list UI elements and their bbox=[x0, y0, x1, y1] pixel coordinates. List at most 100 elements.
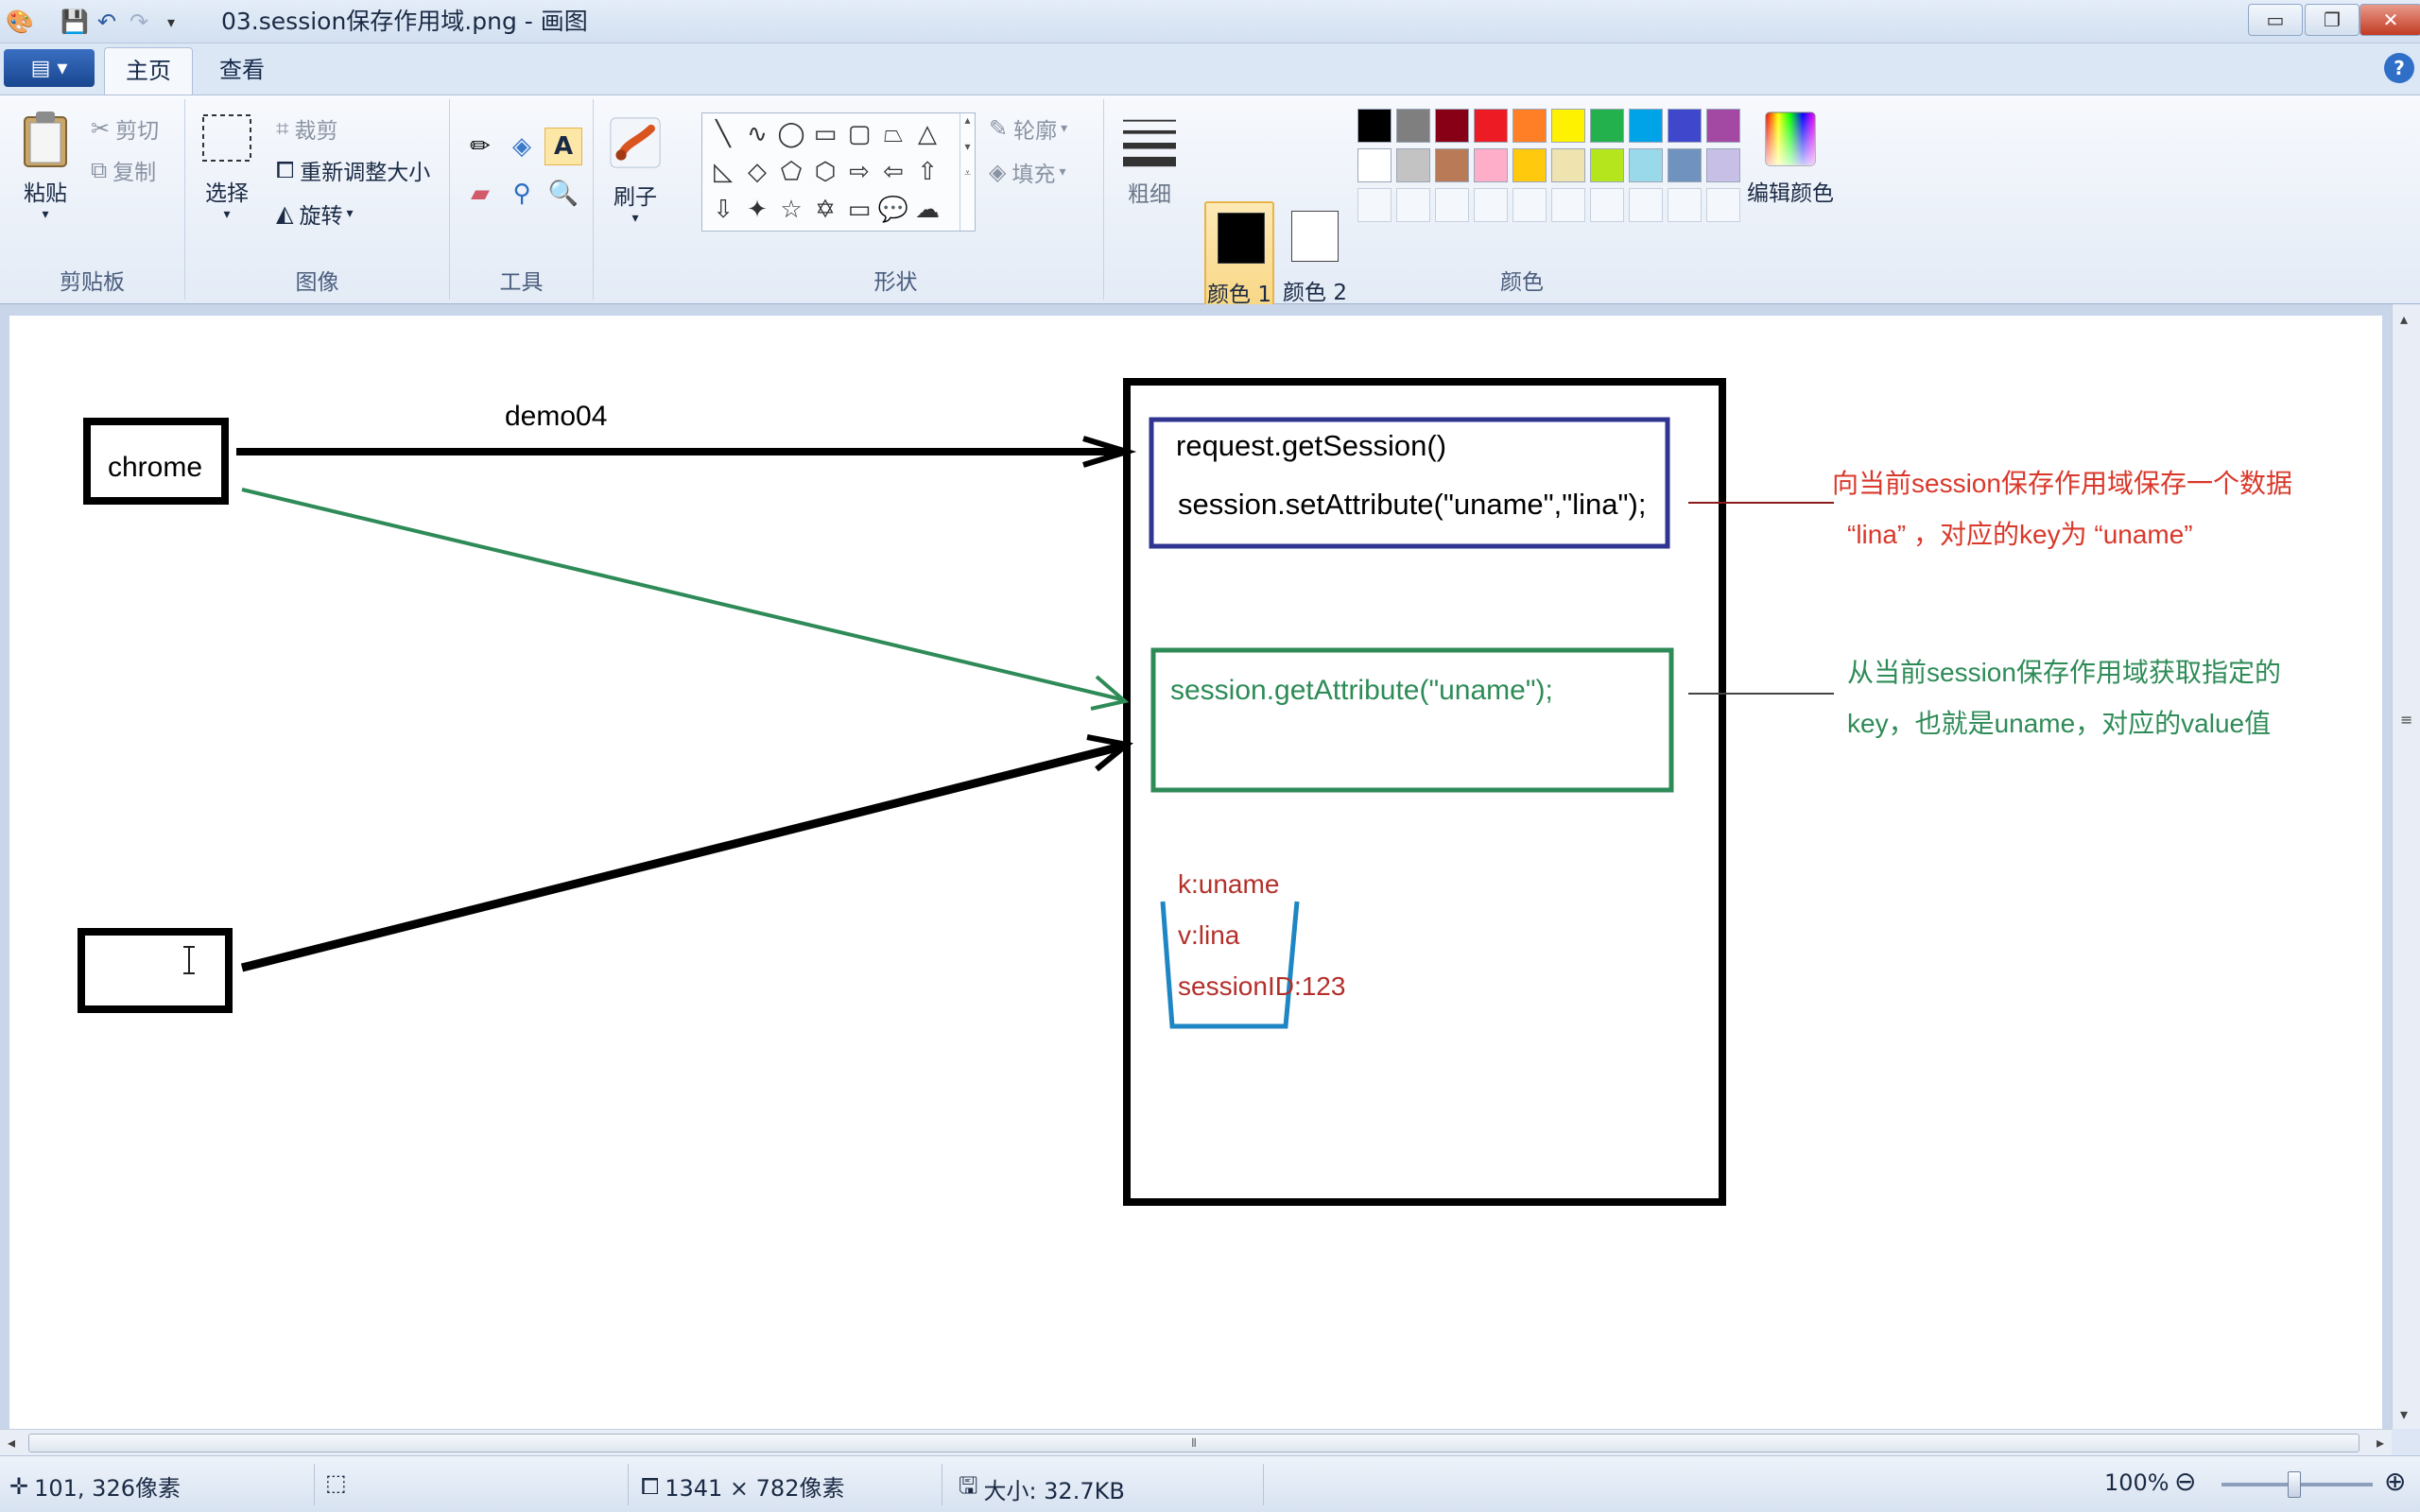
color-swatch[interactable] bbox=[1551, 148, 1585, 182]
empty-color-swatch[interactable] bbox=[1474, 188, 1508, 222]
fill-button[interactable]: ◈填充▾ bbox=[989, 156, 1066, 188]
diamond-shape-icon[interactable]: ◇ bbox=[748, 158, 767, 186]
color-swatch[interactable] bbox=[1590, 148, 1624, 182]
color2-selector[interactable]: 颜色 2 bbox=[1280, 201, 1350, 352]
color-swatch[interactable] bbox=[1629, 148, 1663, 182]
pencil-icon[interactable]: ✏ bbox=[470, 132, 491, 161]
outline-button[interactable]: ✎轮廓▾ bbox=[989, 112, 1067, 145]
line-shape-icon[interactable]: ╲ bbox=[716, 120, 731, 148]
brushes-button[interactable]: 刷子 ▾ bbox=[609, 112, 662, 226]
empty-color-swatch[interactable] bbox=[1590, 188, 1624, 222]
pentagon-shape-icon[interactable]: ⬠ bbox=[780, 158, 803, 186]
green-note-line1: 从当前session保存作用域获取指定的 bbox=[1847, 658, 2281, 687]
redo-icon[interactable]: ↷ bbox=[129, 9, 149, 35]
shapes-gallery-scroll[interactable]: ▴▾⩡ bbox=[959, 113, 975, 231]
hexagon-shape-icon[interactable]: ⬡ bbox=[814, 158, 837, 186]
fill-bucket-icon[interactable]: ◈ bbox=[512, 132, 531, 161]
empty-color-swatch[interactable] bbox=[1629, 188, 1663, 222]
close-button[interactable]: ✕ bbox=[2360, 4, 2420, 36]
text-tool-icon[interactable]: A bbox=[544, 128, 582, 165]
oval-callout-icon[interactable]: 💬 bbox=[877, 196, 909, 224]
file-menu-button[interactable]: ▤ ▾ bbox=[4, 49, 95, 87]
size-button[interactable]: 粗细 bbox=[1119, 112, 1180, 211]
color-swatch[interactable] bbox=[1590, 109, 1624, 143]
minimize-button[interactable]: ▭ bbox=[2248, 4, 2303, 36]
paste-button[interactable]: 粘贴 ▾ bbox=[19, 109, 72, 222]
up-arrow-shape-icon[interactable]: ⇧ bbox=[917, 158, 938, 186]
color-swatch[interactable] bbox=[1629, 109, 1663, 143]
color-swatch[interactable] bbox=[1706, 148, 1740, 182]
tab-home[interactable]: 主页 bbox=[104, 47, 193, 94]
second-client-box bbox=[78, 928, 233, 1013]
eraser-icon[interactable]: ▰ bbox=[471, 180, 490, 208]
edit-colors-button[interactable]: 编辑颜色 bbox=[1747, 109, 1834, 207]
right-arrow-shape-icon[interactable]: ⇨ bbox=[849, 158, 870, 186]
empty-color-swatch[interactable] bbox=[1668, 188, 1702, 222]
undo-icon[interactable]: ↶ bbox=[96, 9, 117, 35]
empty-color-swatch[interactable] bbox=[1396, 188, 1430, 222]
right-triangle-shape-icon[interactable]: ◺ bbox=[714, 158, 733, 186]
horizontal-scroll-thumb[interactable]: ⦀ bbox=[28, 1434, 2360, 1452]
cut-button[interactable]: ✂剪切 bbox=[91, 112, 159, 145]
cloud-callout-icon[interactable]: ☁ bbox=[915, 196, 940, 224]
zoom-out-icon[interactable]: ⊖ bbox=[2174, 1466, 2197, 1497]
scroll-grip-icon[interactable]: ≡ bbox=[2400, 711, 2413, 729]
help-icon[interactable]: ? bbox=[2384, 53, 2414, 83]
copy-button[interactable]: ⧉复制 bbox=[91, 154, 156, 186]
horizontal-scrollbar[interactable]: ◂ ⦀ ▸ bbox=[0, 1429, 2392, 1455]
select-button[interactable]: 选择 ▾ bbox=[200, 109, 253, 222]
color-swatch[interactable] bbox=[1357, 109, 1392, 143]
color-picker-icon[interactable]: ⚲ bbox=[512, 180, 531, 208]
rotate-button[interactable]: ◭旋转▾ bbox=[276, 198, 354, 230]
color-swatch[interactable] bbox=[1357, 148, 1392, 182]
tab-view[interactable]: 查看 bbox=[219, 57, 265, 83]
color-swatch[interactable] bbox=[1668, 109, 1702, 143]
color-swatch[interactable] bbox=[1474, 148, 1508, 182]
scroll-right-icon[interactable]: ▸ bbox=[2376, 1434, 2384, 1452]
color-swatch[interactable] bbox=[1435, 148, 1469, 182]
color-swatch[interactable] bbox=[1396, 109, 1430, 143]
six-point-star-icon[interactable]: ✡ bbox=[815, 196, 836, 224]
empty-color-swatch[interactable] bbox=[1706, 188, 1740, 222]
five-point-star-icon[interactable]: ☆ bbox=[780, 196, 803, 224]
customize-qat-icon[interactable]: ▾ bbox=[166, 12, 176, 31]
color-swatch[interactable] bbox=[1706, 109, 1740, 143]
triangle-shape-icon[interactable]: △ bbox=[918, 120, 937, 148]
restore-button[interactable]: ❐ bbox=[2305, 4, 2360, 36]
crop-button[interactable]: ⌗裁剪 bbox=[276, 112, 338, 145]
down-arrow-shape-icon[interactable]: ⇩ bbox=[713, 196, 734, 224]
color-swatch[interactable] bbox=[1512, 148, 1547, 182]
oval-shape-icon[interactable]: ◯ bbox=[777, 120, 805, 148]
color-swatch[interactable] bbox=[1512, 109, 1547, 143]
color-swatch[interactable] bbox=[1474, 109, 1508, 143]
color-swatch[interactable] bbox=[1668, 148, 1702, 182]
empty-color-swatch[interactable] bbox=[1512, 188, 1547, 222]
curve-shape-icon[interactable]: ∿ bbox=[747, 120, 768, 148]
drawing-canvas[interactable]: chrome demo04 request.getSession() sessi… bbox=[9, 316, 2382, 1429]
rect-callout-icon[interactable]: ▭ bbox=[847, 196, 872, 224]
empty-color-swatch[interactable] bbox=[1357, 188, 1392, 222]
ribbon-tabs: ▤ ▾ 主页 查看 ? bbox=[0, 43, 2420, 94]
empty-color-swatch[interactable] bbox=[1551, 188, 1585, 222]
paint-app-icon[interactable]: 🎨 bbox=[6, 9, 34, 35]
left-arrow-shape-icon[interactable]: ⇦ bbox=[883, 158, 904, 186]
polygon-shape-icon[interactable]: ⏢ bbox=[883, 119, 904, 148]
rectangle-shape-icon[interactable]: ▭ bbox=[813, 120, 838, 148]
zoom-slider-thumb[interactable] bbox=[2288, 1471, 2301, 1498]
scroll-down-icon[interactable]: ▾ bbox=[2400, 1405, 2409, 1423]
title-bar: 🎨 💾 ↶ ↷ ▾ 03.session保存作用域.png - 画图 ▭ ❐ ✕ bbox=[0, 0, 2420, 43]
magnifier-icon[interactable]: 🔍 bbox=[547, 180, 579, 208]
resize-button[interactable]: ⧠重新调整大小 bbox=[276, 154, 430, 186]
empty-color-swatch[interactable] bbox=[1435, 188, 1469, 222]
vertical-scrollbar[interactable]: ▴ ≡ ▾ bbox=[2392, 304, 2420, 1429]
rounded-rectangle-shape-icon[interactable]: ▢ bbox=[847, 120, 872, 148]
green-note-line2: key，也就是uname，对应的value值 bbox=[1847, 709, 2272, 738]
four-point-star-icon[interactable]: ✦ bbox=[747, 196, 768, 224]
color-swatch[interactable] bbox=[1551, 109, 1585, 143]
scroll-left-icon[interactable]: ◂ bbox=[8, 1434, 16, 1452]
save-icon[interactable]: 💾 bbox=[60, 9, 89, 35]
color-swatch[interactable] bbox=[1396, 148, 1430, 182]
scroll-up-icon[interactable]: ▴ bbox=[2400, 310, 2409, 328]
zoom-in-icon[interactable]: ⊕ bbox=[2384, 1466, 2407, 1497]
color-swatch[interactable] bbox=[1435, 109, 1469, 143]
